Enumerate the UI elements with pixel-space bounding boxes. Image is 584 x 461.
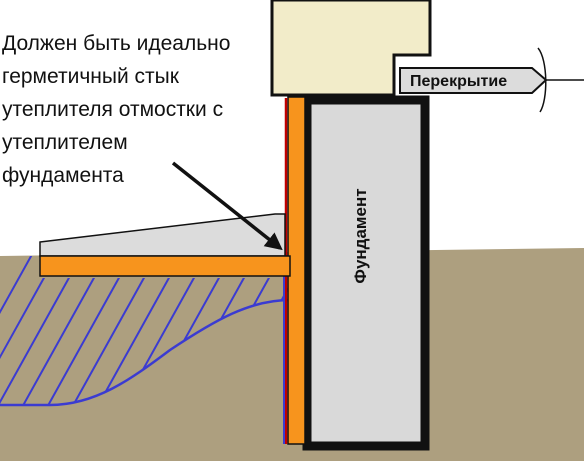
backfill-boundary (0, 298, 291, 407)
arrow-right-down-icon (171, 161, 283, 251)
floor-slab (399, 67, 548, 94)
horizontal-insulation (39, 255, 291, 277)
annotation-line-1: Должен быть идеально (2, 32, 231, 55)
annotation-line-2: герметичный стык (2, 65, 179, 88)
annotation-line-3: утеплителя отмостки с (2, 98, 224, 121)
annotation-line-4: утеплителем (2, 131, 128, 154)
slab-label: Перекрытие (410, 73, 507, 90)
foundation-label: Фундамент (351, 188, 370, 283)
wall (270, 0, 432, 97)
blind-area-slab (39, 213, 286, 257)
foundation-block (302, 95, 430, 451)
annotation-line-5: фундамента (2, 164, 124, 187)
